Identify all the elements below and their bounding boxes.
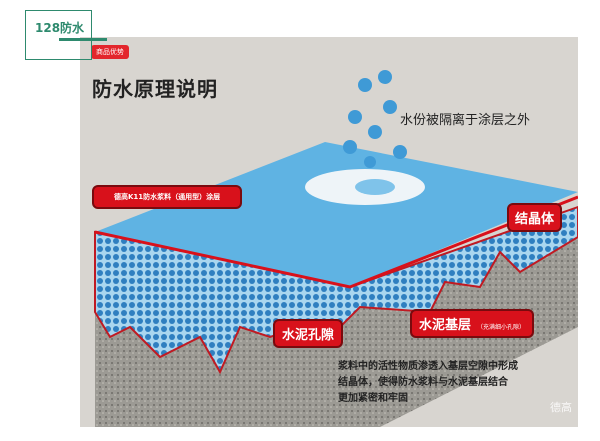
pore-label: 水泥孔隙 [273,319,344,348]
product-advantage-badge: 商品优势 [91,45,129,59]
diagram-illustration [94,70,578,427]
waterproof-diagram: 商品优势 防水原理说明 水份被隔离于涂层之外 德高K11防水浆料（通用型）涂层 … [80,37,578,427]
diagram-title: 防水原理说明 [92,77,218,101]
description-line: 浆料中的活性物质渗透入基层空隙中形成 [338,361,518,372]
coating-edge [94,195,578,289]
coating-surface [95,142,578,287]
water-drops-icon [343,70,407,168]
base-sublabel: （充满细小孔隙） [477,324,526,331]
description-line: 更加紧密和牢固 [338,393,408,404]
section-frame [25,10,92,60]
water-isolation-note: 水份被隔离于涂层之外 [400,113,531,128]
base-label-text: 水泥基层 [419,318,472,333]
base-label: 水泥基层 （充满细小孔隙） [410,309,535,338]
watermark: 德高 [550,401,572,414]
description-line: 结晶体，使得防水浆料与水泥基层结合 [338,377,508,388]
coating-label: 德高K11防水浆料（通用型）涂层 [92,185,243,209]
description-text: 浆料中的活性物质渗透入基层空隙中形成 结晶体，使得防水浆料与水泥基层结合 更加紧… [338,359,518,407]
crystal-label: 结晶体 [507,203,563,232]
section-underline [59,38,107,41]
puddle-water [355,179,395,195]
section-title: 128防水 [35,21,85,35]
